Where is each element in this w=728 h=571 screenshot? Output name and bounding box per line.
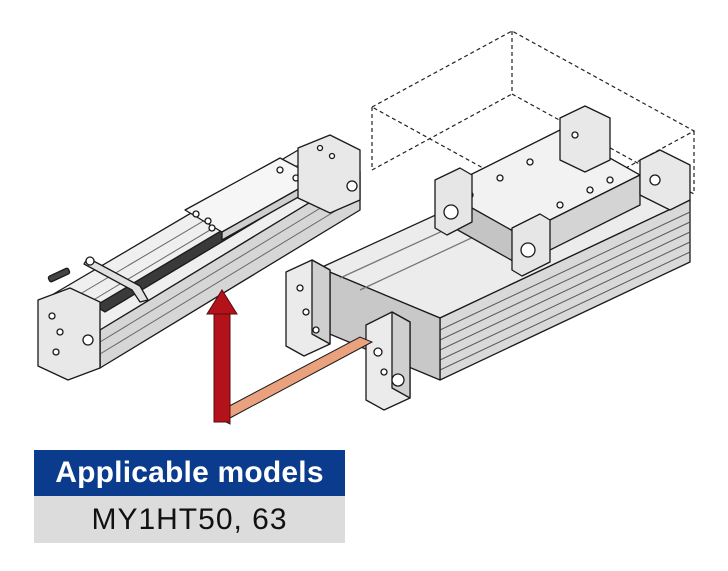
mounting-arrow-icon <box>206 289 374 425</box>
model-numbers: MY1HT50, 63 <box>34 496 345 543</box>
applicable-models-title: Applicable models <box>34 450 345 496</box>
slide-table-actuator-icon <box>37 134 361 381</box>
rodless-cylinder-icon <box>285 105 691 411</box>
applicable-models-panel: Applicable models MY1HT50, 63 <box>34 450 345 543</box>
